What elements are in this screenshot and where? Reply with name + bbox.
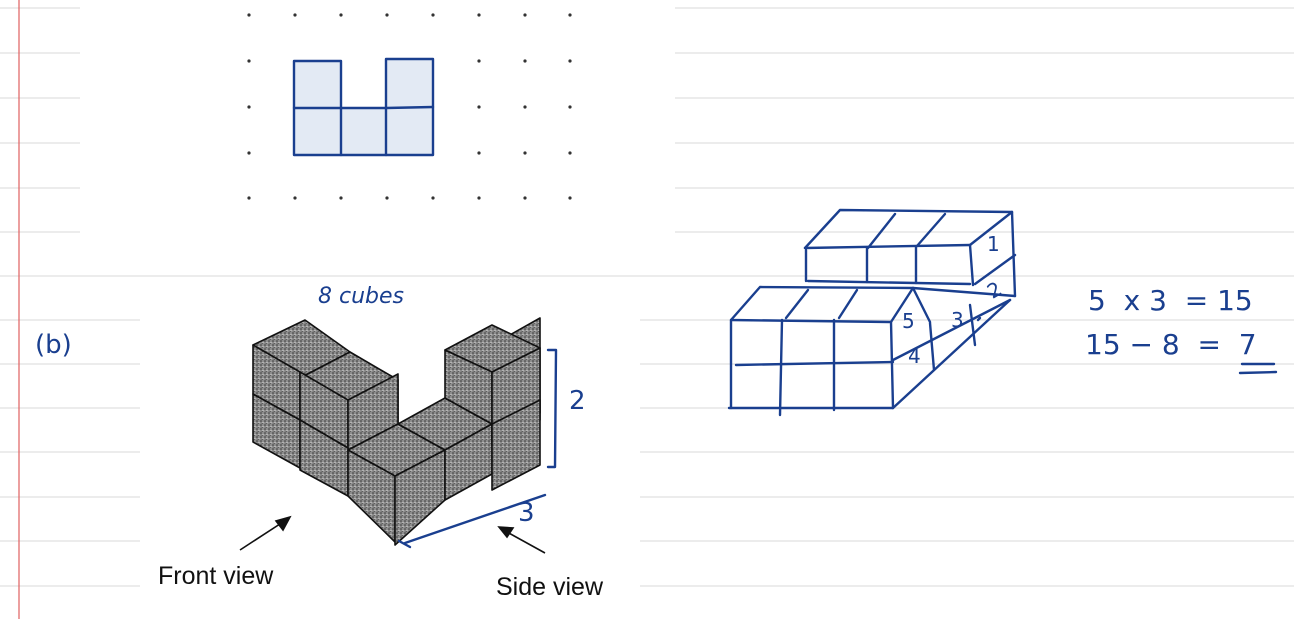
box-label-4: 4 [908,344,921,368]
cubes-note: 8 cubes [318,284,404,309]
calculation-line-1: 5 x 3 = 15 [1088,284,1253,317]
depth-dimension: 3 [518,498,535,528]
calculation-line-2: 15 − 8 = 7 [1085,328,1257,361]
front-view-label: Front view [158,562,274,590]
part-label: (b) [35,330,72,360]
box-label-5: 5 [902,309,915,333]
box-label-1: 1 [987,232,1000,256]
side-view-label: Side view [496,573,603,601]
box-label-3: 3 [951,308,964,332]
height-dimension: 2 [569,386,586,416]
